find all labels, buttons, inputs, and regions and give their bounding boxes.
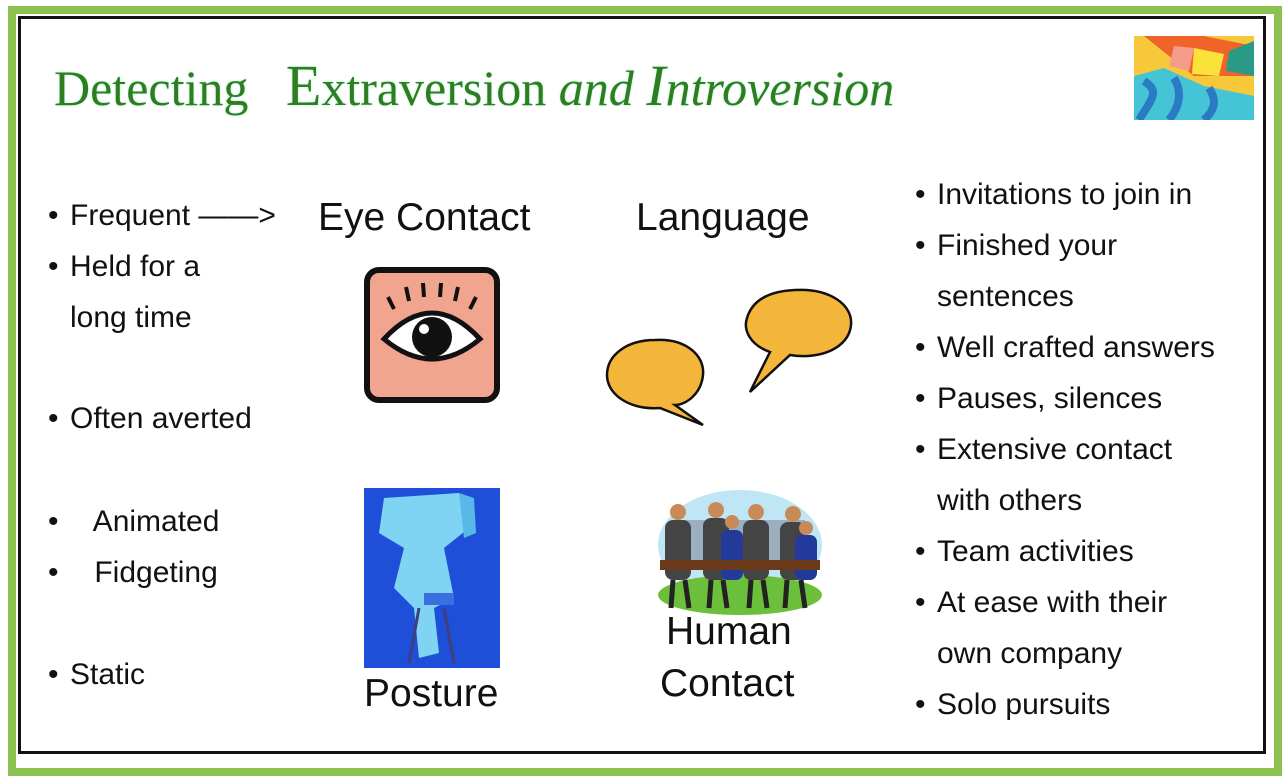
bullet-text: At ease with their bbox=[937, 586, 1168, 619]
title-and: and bbox=[558, 60, 634, 116]
bullet-text: Well crafted answers bbox=[937, 331, 1215, 364]
bullet-dot: • bbox=[915, 433, 926, 466]
title-detecting: Detecting bbox=[54, 60, 249, 116]
bullet-dot: • bbox=[915, 331, 926, 364]
title-cap-i: I bbox=[646, 53, 666, 118]
bullet-text: Invitations to join in bbox=[937, 178, 1193, 211]
bullet-dot: • bbox=[48, 250, 59, 283]
posture-image bbox=[364, 488, 500, 668]
bullet-text: sentences bbox=[937, 280, 1074, 313]
bullet-text: long time bbox=[70, 301, 192, 334]
bullet-text: Fidgeting bbox=[86, 556, 218, 589]
people-group-image bbox=[658, 490, 822, 615]
bullet-dot: • bbox=[48, 199, 59, 232]
bullet-dot: • bbox=[915, 535, 926, 568]
slide-title: Detecting Extraversion and Introversion bbox=[54, 52, 894, 119]
bullet-dot: • bbox=[915, 382, 926, 415]
left-bullet: • Fidgeting bbox=[48, 556, 218, 590]
left-bullet: • Often averted bbox=[48, 402, 252, 436]
bullet-dot: • bbox=[48, 402, 59, 435]
bullet-text: Solo pursuits bbox=[937, 688, 1111, 721]
left-bullet: • Animated bbox=[48, 505, 219, 539]
label-eye-contact: Eye Contact bbox=[318, 196, 531, 239]
bullet-text: Held for a bbox=[70, 250, 201, 283]
bullet-dot: • bbox=[915, 586, 926, 619]
bullet-text: with others bbox=[937, 484, 1083, 517]
right-bullet: • Team activities bbox=[915, 535, 1134, 569]
right-bullet: • Pauses, silences bbox=[915, 382, 1162, 416]
right-bullet-continued: sentences bbox=[937, 280, 1074, 314]
bullet-dot: • bbox=[915, 688, 926, 721]
left-bullet: • Static bbox=[48, 658, 145, 692]
label-human: Human bbox=[666, 610, 792, 653]
label-contact: Contact bbox=[660, 662, 795, 705]
bullet-text: Finished your bbox=[937, 229, 1118, 262]
right-bullet: • Extensive contact bbox=[915, 433, 1172, 467]
eye-icon bbox=[364, 267, 500, 403]
bullet-text: own company bbox=[937, 637, 1123, 670]
left-bullet: • Held for a bbox=[48, 250, 200, 284]
right-bullet-continued: with others bbox=[937, 484, 1082, 518]
right-bullet: • Well crafted answers bbox=[915, 331, 1215, 365]
bullet-dot: • bbox=[48, 658, 59, 691]
label-posture: Posture bbox=[364, 672, 499, 715]
bullet-text: Extensive contact bbox=[937, 433, 1173, 466]
left-bullet-continued: long time bbox=[70, 301, 192, 335]
speech-bubbles-icon bbox=[605, 288, 853, 427]
label-language: Language bbox=[636, 196, 810, 239]
bullet-text: Animated bbox=[86, 505, 220, 538]
bullet-text: Frequent ——> bbox=[70, 199, 276, 232]
right-bullet-continued: own company bbox=[937, 637, 1122, 671]
title-cap-e: E bbox=[285, 53, 322, 118]
bullet-text: Static bbox=[70, 658, 146, 691]
left-bullet: • Frequent ——> bbox=[48, 199, 276, 233]
bullet-dot: • bbox=[915, 229, 926, 262]
bullet-dot: • bbox=[48, 505, 59, 538]
bullet-text: Team activities bbox=[937, 535, 1134, 568]
right-bullet: • Invitations to join in bbox=[915, 178, 1192, 212]
bullet-text: Pauses, silences bbox=[937, 382, 1163, 415]
right-bullet: • Solo pursuits bbox=[915, 688, 1110, 722]
right-bullet: • Finished your bbox=[915, 229, 1117, 263]
bullet-dot: • bbox=[915, 178, 926, 211]
slide-inner-border bbox=[18, 16, 1266, 754]
colorful-logo-icon bbox=[1134, 36, 1254, 120]
title-introversion: ntroversion bbox=[665, 60, 895, 116]
title-extraversion: xtraversion bbox=[321, 60, 547, 116]
bullet-dot: • bbox=[48, 556, 59, 589]
bullet-text: Often averted bbox=[70, 402, 252, 435]
right-bullet: • At ease with their bbox=[915, 586, 1167, 620]
